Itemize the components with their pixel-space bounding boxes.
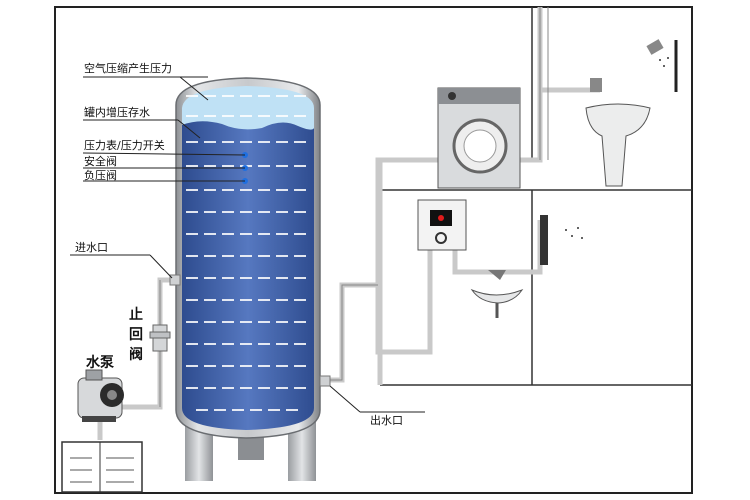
water-heater-icon bbox=[417, 199, 467, 251]
check-valve-icon bbox=[149, 324, 171, 352]
hand-shower-icon bbox=[540, 215, 583, 265]
tank-water bbox=[182, 121, 314, 430]
sink-icon bbox=[585, 78, 651, 187]
label-tank-storage: 罐内增压存水 bbox=[84, 106, 150, 119]
label-negative-valve: 负压阀 bbox=[84, 169, 117, 182]
label-outlet: 出水口 bbox=[370, 414, 403, 427]
label-check-valve: 止回阀 bbox=[129, 307, 143, 363]
basin-icon bbox=[470, 270, 524, 318]
reservoir bbox=[61, 441, 143, 493]
outer-frame bbox=[54, 6, 693, 494]
pressure-tank bbox=[169, 77, 331, 439]
label-safety-valve: 安全阀 bbox=[84, 155, 117, 168]
building-outline bbox=[380, 7, 692, 386]
piping bbox=[97, 7, 600, 440]
label-pump: 水泵 bbox=[86, 355, 114, 371]
label-gauge-switch: 压力表/压力开关 bbox=[84, 139, 165, 152]
label-air-pressure: 空气压缩产生压力 bbox=[84, 62, 172, 75]
washing-machine-icon bbox=[437, 87, 521, 189]
pump-icon bbox=[77, 369, 124, 422]
shower-icon bbox=[646, 39, 678, 92]
label-inlet: 进水口 bbox=[75, 241, 108, 254]
leader-lines bbox=[70, 76, 425, 413]
